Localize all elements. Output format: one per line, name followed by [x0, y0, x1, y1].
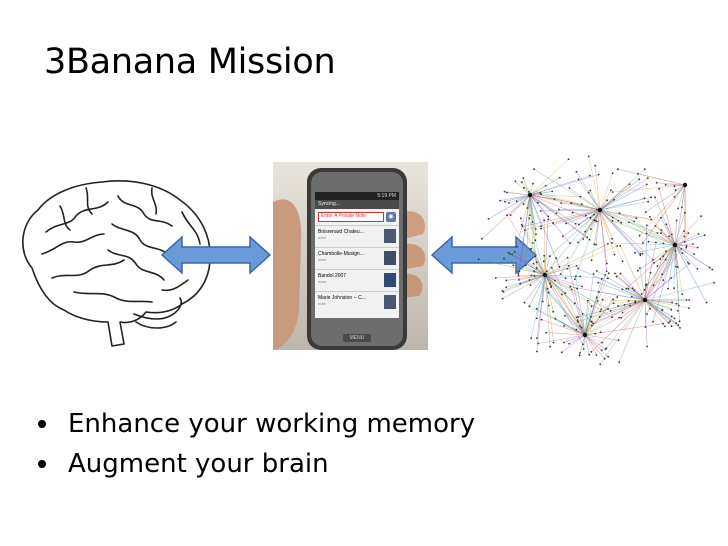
note-input[interactable]: Enter A Private Note	[318, 212, 384, 222]
list-item-meta: wine	[318, 257, 327, 262]
bullet-item: Augment your brain	[34, 444, 475, 484]
list-item[interactable]: Bandol 2007 wine	[315, 269, 399, 291]
list-item[interactable]: Boisrenard Chateu... wine	[315, 225, 399, 247]
bullet-text: Augment your brain	[68, 449, 329, 479]
note-list: Boisrenard Chateu... wine Chambolle-Musi…	[315, 225, 399, 313]
phone-status-bar: 5:19 PM	[315, 192, 399, 200]
brain-illustration	[22, 180, 211, 347]
slide-title: 3Banana Mission	[44, 42, 336, 82]
mission-graphic: 5:19 PM Syncing... Enter A Private Note …	[0, 150, 728, 380]
list-item-thumbnail	[384, 273, 396, 287]
app-title: Syncing...	[318, 201, 340, 207]
camera-icon[interactable]: ◉	[386, 212, 396, 222]
menu-key[interactable]: MENU	[343, 334, 371, 342]
phone-photo: 5:19 PM Syncing... Enter A Private Note …	[273, 162, 428, 350]
phone-screen: 5:19 PM Syncing... Enter A Private Note …	[315, 192, 399, 318]
bullet-icon	[38, 460, 46, 468]
bullet-icon	[38, 420, 46, 428]
list-item-thumbnail	[384, 229, 396, 243]
double-arrow-icon	[160, 235, 272, 275]
list-item-title: Marie Johnston -- C...	[318, 295, 367, 301]
list-item-title: Boisrenard Chateu...	[318, 229, 364, 235]
list-item-thumbnail	[384, 295, 396, 309]
note-input-placeholder: Enter A Private Note	[321, 213, 367, 219]
list-item-title: Chambolle-Musign...	[318, 251, 364, 257]
bullet-text: Enhance your working memory	[68, 409, 476, 439]
list-item-meta: note	[318, 301, 326, 306]
app-title-bar: Syncing...	[315, 200, 399, 209]
list-item-meta: wine	[318, 235, 327, 240]
network-graph	[477, 155, 715, 366]
note-input-row: Enter A Private Note ◉	[315, 209, 399, 225]
bullet-list: Enhance your working memory Augment your…	[34, 404, 475, 484]
list-item-title: Bandol 2007	[318, 273, 347, 279]
status-time: 5:19 PM	[377, 193, 396, 199]
list-item[interactable]: Chambolle-Musign... wine	[315, 247, 399, 269]
menu-key-label: MENU	[349, 335, 365, 341]
list-item-thumbnail	[384, 251, 396, 265]
bullet-item: Enhance your working memory	[34, 404, 475, 444]
list-item[interactable]: Marie Johnston -- C... note	[315, 291, 399, 313]
list-item-meta: wine	[318, 279, 327, 284]
